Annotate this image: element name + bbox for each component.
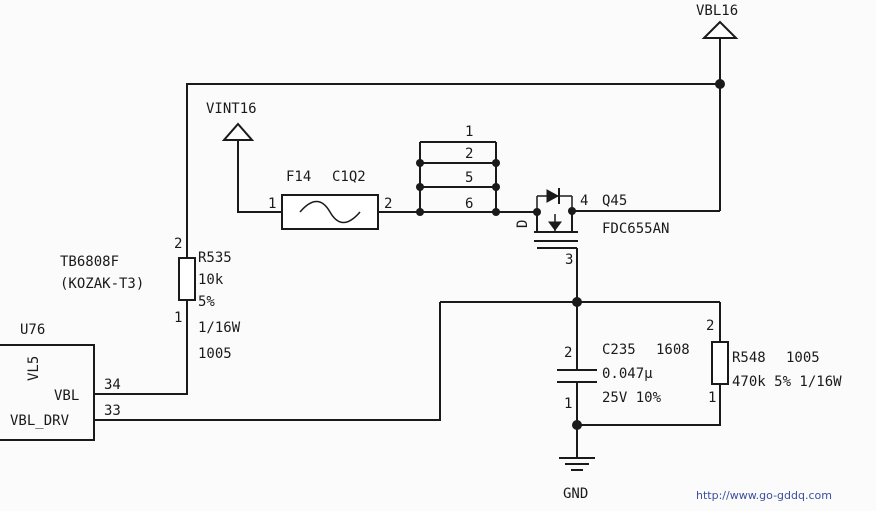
q45-ref: Q45 [602, 193, 627, 209]
gnd-label: GND [563, 486, 588, 502]
fuse-ref: F14 [286, 169, 311, 185]
q45-source-pin-2: 2 [465, 146, 473, 162]
ground-symbol [559, 457, 595, 471]
vint16-label: VINT16 [206, 101, 257, 117]
ic-ref: U76 [20, 322, 45, 338]
r548-spec: 470k 5% 1/16W [732, 374, 842, 390]
junction-source-6-left [416, 208, 424, 216]
wire-r548-bottom [577, 384, 721, 426]
c235-size: 1608 [656, 342, 690, 358]
fuse-pin-left: 1 [268, 196, 276, 212]
q45-source-pin-1: 1 [465, 124, 473, 140]
ic-package: (KOZAK-T3) [60, 276, 144, 292]
r548-ref: R548 [732, 350, 766, 366]
ic-pin-vbl-number: 34 [104, 377, 121, 393]
junction-source-6-right [492, 208, 500, 216]
r535-power: 1/16W [198, 320, 241, 336]
junction-gate-node [572, 297, 582, 307]
wire-vint16-to-fuse [237, 140, 282, 213]
q45-source-pin-6: 6 [465, 196, 473, 212]
r535-value: 10k [198, 272, 224, 288]
ic-side-label: VL5 [26, 356, 42, 381]
r535-size: 1005 [198, 346, 232, 362]
c235-pin-bottom: 1 [564, 396, 572, 412]
q45-arrow-head [548, 221, 562, 231]
fuse-pin-right: 2 [384, 196, 392, 212]
vbl16-label: VBL16 [696, 3, 738, 19]
vint16-power-symbol [221, 122, 255, 141]
fuse-element [299, 200, 361, 224]
c235-rating: 25V 10% [602, 390, 662, 406]
wire-ic-vbl-drv [94, 302, 441, 421]
r548-size: 1005 [786, 350, 820, 366]
q45-drain-pin: 4 [580, 193, 588, 209]
wire-ic-vbl [94, 300, 188, 395]
junctions [416, 79, 725, 430]
q45-gate-pin: 3 [565, 252, 573, 268]
junction-source-1-left [416, 159, 424, 167]
junction-source-2-right [492, 159, 500, 167]
r548-pin-bottom: 1 [708, 390, 716, 406]
ic-pin-vbldrv-number: 33 [104, 403, 121, 419]
ic-pin-vbldrv-name: VBL_DRV [10, 413, 70, 429]
q45-diode-triangle [546, 189, 560, 203]
vbl16-power-symbol [701, 20, 739, 39]
junction-bottom-node [572, 420, 582, 430]
q45-drain-letter: D [515, 220, 531, 228]
watermark-url: http://www.go-gddq.com [696, 489, 832, 502]
q45-part: FDC655AN [602, 221, 669, 237]
r535-body [178, 257, 196, 301]
r535-tolerance: 5% [198, 294, 215, 310]
c235-pin-top: 2 [564, 345, 572, 361]
c235-ref: C235 [602, 342, 636, 358]
fuse-part: C1Q2 [332, 169, 366, 185]
junction-source-5-left [416, 183, 424, 191]
ic-part: TB6808F [60, 254, 119, 270]
q45-mosfet-symbol [534, 188, 578, 242]
ic-pin-vbl-name: VBL [54, 388, 79, 404]
junction-vbl16 [715, 79, 725, 89]
wires [94, 38, 721, 458]
ic-u76-body [0, 344, 95, 441]
r548-body [711, 341, 729, 385]
c235-value: 0.047μ [602, 366, 653, 382]
r548-pin-top: 2 [706, 318, 714, 334]
r535-ref: R535 [198, 250, 232, 266]
r535-pin-top: 2 [174, 236, 182, 252]
q45-source-pin-5: 5 [465, 170, 473, 186]
junction-source-5-right [492, 183, 500, 191]
wire-r535-to-vbl16 [186, 83, 720, 258]
r535-pin-bottom: 1 [174, 310, 182, 326]
